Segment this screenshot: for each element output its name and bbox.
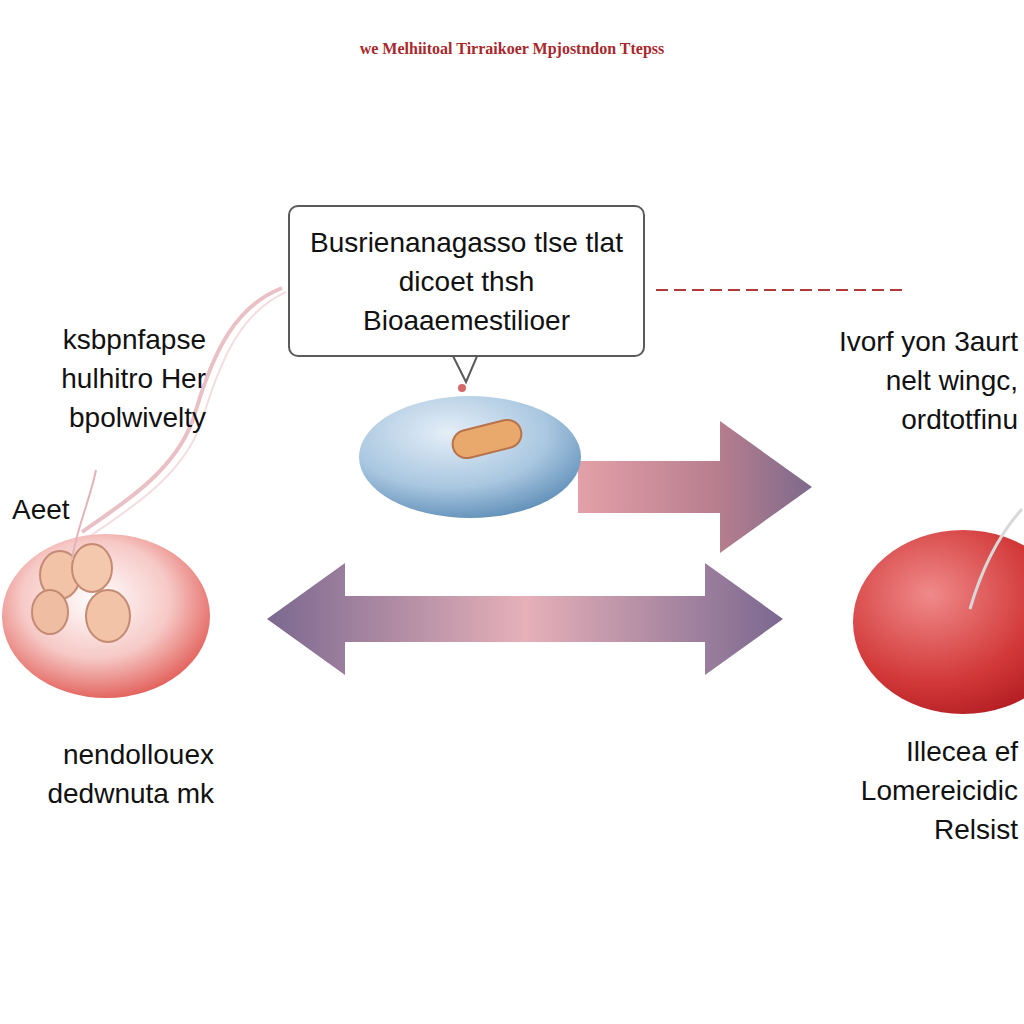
red-cell-oval [838, 527, 1024, 717]
block-arrow [578, 421, 812, 553]
side-label: ksbpnfapse hulhitro Her bpolwivelty [6, 320, 206, 437]
side-label: Illecea ef Lomereicidic Relsist [838, 732, 1018, 849]
callout-pointer [452, 354, 478, 382]
diagram-node: Busrienanagasso tlse tlat dicoet thsh Bi… [288, 205, 645, 517]
callout-box: Busrienanagasso tlse tlat dicoet thsh Bi… [288, 205, 645, 357]
side-label: nendollouex dedwnuta mk [0, 735, 214, 813]
block-arrow [267, 563, 783, 675]
part-label: Aeet [12, 490, 132, 529]
marker-dot [458, 384, 466, 392]
diagram-node: ksbpnfapse hulhitro Her bpolwiveltyAeet n… [0, 320, 240, 820]
left-cell-oval [0, 530, 212, 702]
diagram-node: Ivorf yon 3aurt nelt wingc, ordtotfinuIl… [838, 322, 1024, 852]
dashed-line [656, 289, 905, 291]
blue-cell-ellipse [358, 395, 582, 519]
side-label: Ivorf yon 3aurt nelt wingc, ordtotfinu [838, 322, 1018, 439]
diagram-title: we Melhiitoal Tirraikoer Mpjostndon Ttep… [0, 40, 1024, 58]
